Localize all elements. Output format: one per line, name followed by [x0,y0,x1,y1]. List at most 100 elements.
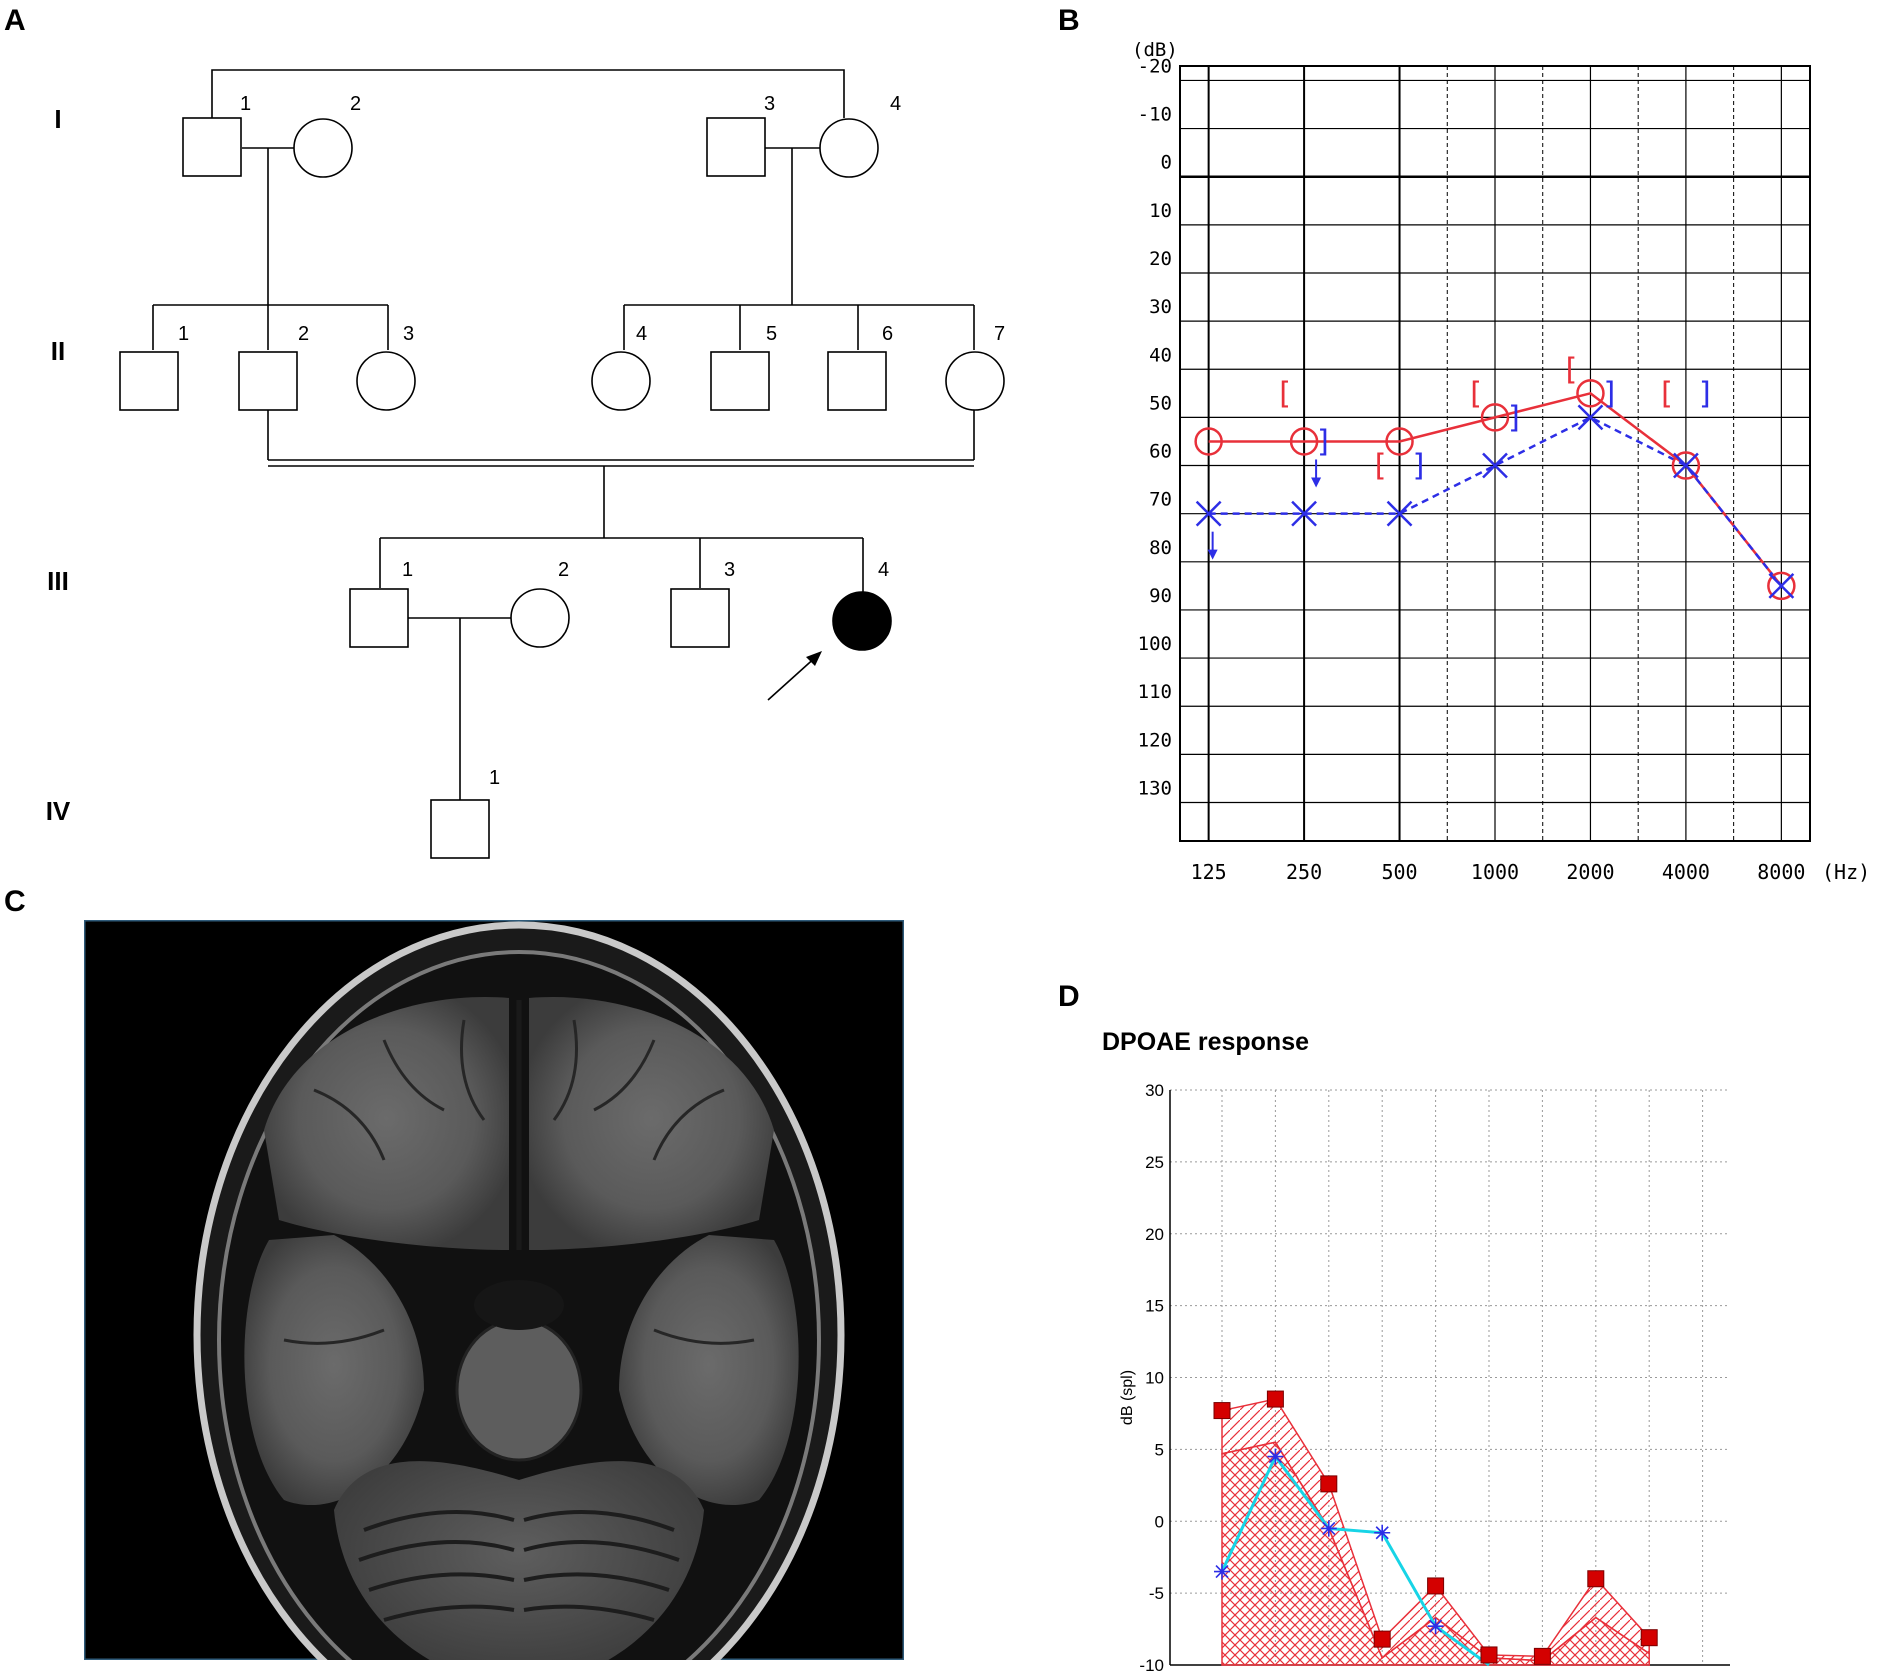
dpoae-y-tick-label: 20 [1145,1225,1164,1244]
panel-label-c: C [4,885,26,918]
dpoae-point-square [1533,1647,1551,1665]
dpoae-title: DPOAE response [1102,1028,1309,1056]
audiogram-y-tick-label: 60 [1149,441,1172,463]
individual-number: 7 [994,323,1005,345]
pedigree-chart: I II III IV 1 2 3 4 1 2 3 4 5 6 7 1 2 3 … [46,69,1005,859]
audiogram-no-response-arrowhead [1207,549,1218,560]
panel-label-d: D [1058,980,1080,1013]
individual-number: 6 [882,323,893,345]
dpoae-y-tick-label: 5 [1155,1440,1164,1459]
dpoae-y-tick-label: 15 [1145,1297,1164,1316]
dpoae-point-square [1266,1390,1284,1408]
audiogram-marks: [][][][][] [1194,352,1796,601]
pedigree-lines [152,69,975,800]
dpoae-y-tick-label: 0 [1155,1512,1164,1531]
individual-II-4 [591,351,651,411]
individual-III-1 [349,588,409,648]
audiogram-grid [1180,66,1810,841]
audiogram-x-tick-label: 1000 [1471,860,1519,884]
audiogram-x-tick-label: 2000 [1566,860,1614,884]
audiogram-point-x [1291,500,1317,527]
dpoae-point-square [1320,1475,1338,1493]
dpoae-point-square [1640,1629,1658,1647]
audiogram-point-circle [1576,379,1605,408]
proband-arrow [767,651,822,701]
audiogram-x-tick-label: 500 [1381,860,1417,884]
individual-II-2 [238,351,298,411]
dpoae-point-square [1480,1646,1498,1664]
individual-III-2 [510,588,570,648]
dpoae-point-square [1587,1570,1605,1588]
audiogram-chart: [][][][][] -20-1001020304050607080901001… [1132,39,1870,884]
audiogram-point-x [1482,452,1508,479]
audiogram-x-tick-label: 4000 [1662,860,1710,884]
individual-II-3 [356,351,416,411]
dpoae-point-square [1427,1577,1445,1595]
mri-brainstem [455,1318,583,1462]
individual-number: 1 [240,93,251,115]
mri-temporal-lobe-left [244,1235,424,1506]
audiogram-y-tick-label: 70 [1149,489,1172,511]
mri-sulci [283,1019,755,1345]
audiogram-y-tick-label: 40 [1149,344,1172,366]
panel-label-a: A [4,4,26,37]
individual-number: 1 [489,767,500,789]
dpoae-cyan-line [1220,1453,1490,1667]
audiogram-y-tick-label: 10 [1149,200,1172,222]
audiogram-y-tick-label: 30 [1149,296,1172,318]
dpoae-y-tick-label: 10 [1145,1369,1164,1388]
audiogram-point-circle [1194,427,1223,456]
individual-I-4 [819,118,879,178]
individual-I-3 [706,117,766,177]
audiogram-point-x [1673,452,1699,479]
individual-number: 3 [764,93,775,115]
audiogram-point-circle [1767,571,1796,601]
individual-number: 4 [878,559,889,581]
individual-number: 1 [402,559,413,581]
audiogram-bone-conduction-mark: [ [1561,352,1579,387]
audiogram-y-tick-label: 120 [1138,729,1172,751]
audiogram-point-x [1195,500,1222,527]
individual-I-2 [293,118,353,178]
audiogram-x-axis-label: (Hz) [1822,860,1870,884]
dpoae-point-asterisk [1267,1448,1284,1465]
audiogram-bone-conduction-mark: [ [1275,376,1293,411]
audiogram-x-tick-label: 250 [1286,860,1322,884]
audiogram-y-tick-label: 100 [1138,633,1172,655]
individual-III-3 [670,588,730,648]
audiogram-y-tick-label: 0 [1161,152,1172,174]
audiogram-point-circle [1671,451,1701,480]
pedigree-individuals [119,117,1005,859]
dpoae-noise-floor-area [1221,1441,1650,1666]
audiogram-bone-conduction-mark: ] [1601,376,1619,411]
mri-suprasellar-cistern [474,1280,564,1330]
individual-number: 3 [403,323,414,345]
audiogram-x-tick-label: 125 [1191,860,1227,884]
generation-label: IV [46,796,71,826]
dpoae-point-square [1213,1402,1231,1420]
audiogram-no-response-arrowhead [1311,477,1322,488]
individual-I-1 [182,117,242,177]
audiogram-point-circle [1480,403,1510,432]
audiogram-bone-conduction-mark: [ [1657,376,1675,411]
dpoae-y-axis-label: dB (spl) [1119,1370,1136,1425]
panel-label-b: B [1058,4,1080,37]
audiogram-labels: -20-100102030405060708090100110120130125… [1132,39,1870,884]
audiogram-bone-conduction-mark: ] [1315,424,1333,459]
individual-II-6 [827,351,887,411]
individual-II-1 [119,351,179,411]
individual-number: 3 [724,559,735,581]
audiogram-bone-conduction-mark: [ [1371,449,1389,484]
individual-number: 2 [558,559,569,581]
dpoae-y-tick-label: -10 [1139,1656,1164,1673]
audiogram-point-x [1768,572,1795,599]
individual-number: 4 [636,323,647,345]
audiogram-bone-conduction-mark: ] [1506,400,1524,435]
dpoae-y-tick-label: -5 [1149,1584,1164,1603]
dpoae-point-asterisk [1214,1563,1230,1580]
dpoae-marks [1213,1390,1658,1667]
mri-frontal-lobe-left [264,997,509,1250]
individual-number: 2 [298,323,309,345]
audiogram-point-circle [1385,427,1414,456]
